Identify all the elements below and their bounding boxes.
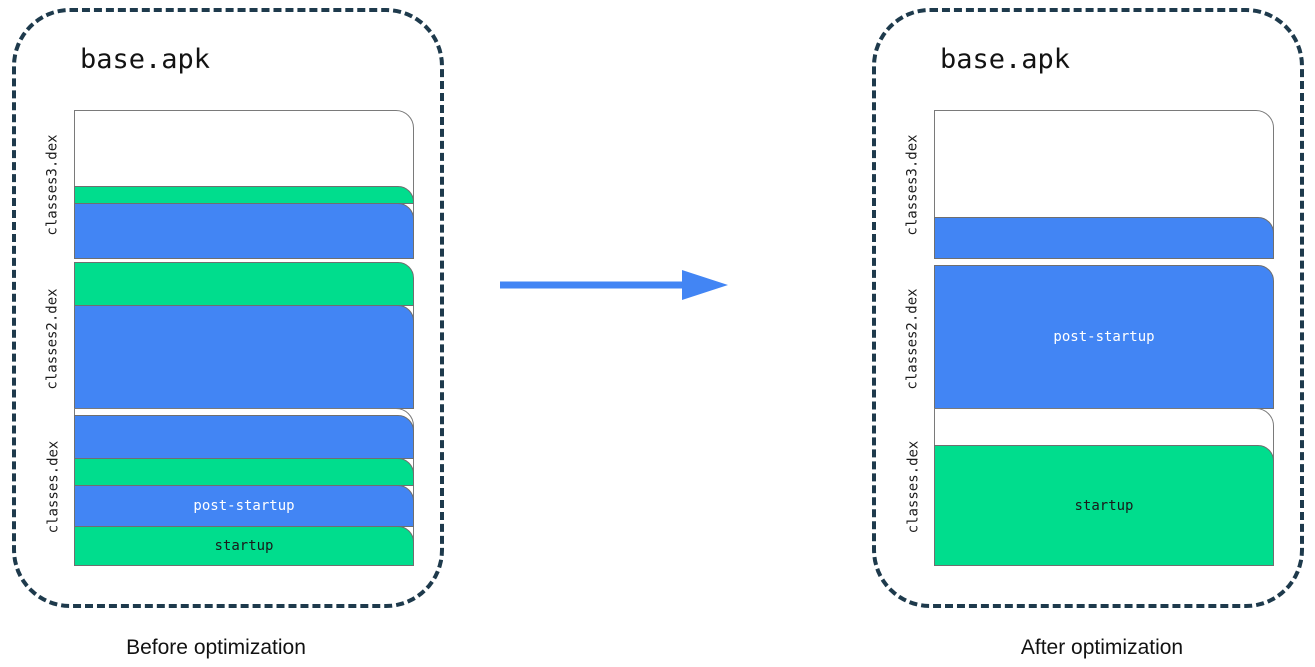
dex-segment-stack: startup [934,445,1274,566]
dex-segment-blue [74,415,414,459]
dex-segment-green [74,262,414,306]
dex-file-box [934,110,1274,259]
dex-file-box [74,262,414,409]
dex-file-classes3-dex: classes3.dex [42,110,414,259]
dex-segment-green: startup [74,526,414,566]
dex-file-label: classes.dex [902,408,924,566]
dex-file-label-text: classes2.dex [905,288,921,390]
dex-segment-stack: startup post-startup [74,415,414,566]
dex-file-label: classes3.dex [902,110,924,259]
dex-file-label: classes3.dex [42,110,64,259]
dex-file-box: post-startup [934,265,1274,409]
dex-file-label-text: classes.dex [905,440,921,534]
apk-title-after: base.apk [940,44,1071,75]
caption-before: Before optimization [126,636,306,659]
dex-segment-blue: post-startup [934,265,1274,409]
dex-file-label: classes2.dex [902,269,924,409]
dex-segment-green [74,186,414,204]
dex-file-label-text: classes3.dex [905,133,921,236]
dex-segment-blue [934,217,1274,259]
dex-segment-label: post-startup [193,498,295,514]
after-optimization-panel: base.apk classes3.dex classes2.dex post-st… [872,8,1304,608]
dex-segment-green: startup [934,445,1274,566]
before-optimization-panel: base.apk classes3.dex classes2.dex classes… [12,8,444,608]
dex-segment-blue [74,203,414,259]
dex-file-label-text: classes.dex [45,440,61,534]
dex-file-label-text: classes3.dex [45,133,61,236]
dex-segment-stack: post-startup [934,265,1274,409]
dex-file-classes3-dex: classes3.dex [902,110,1274,259]
dex-segment-stack [74,186,414,259]
dex-segment-blue: post-startup [74,485,414,527]
dex-segment-green [74,458,414,486]
dex-file-classes2-dex: classes2.dex post-startup [902,265,1274,409]
optimization-arrow [500,265,730,305]
dex-file-label: classes.dex [42,408,64,566]
dex-file-box: startup [934,408,1274,566]
dex-segment-stack [74,262,414,409]
dex-file-classes2-dex: classes2.dex [42,262,414,409]
dex-segment-label: startup [214,538,274,554]
dex-file-label: classes2.dex [42,269,64,409]
dex-segment-blue [74,305,414,409]
dex-file-classes-dex: classes.dex startup [902,408,1274,566]
dex-segment-label: post-startup [1053,329,1155,345]
dex-segment-stack [934,217,1274,259]
dex-file-classes-dex: classes.dex startup post-startup [42,408,414,566]
dex-file-box: startup post-startup [74,408,414,566]
dex-file-label-text: classes2.dex [45,288,61,390]
apk-title-before: base.apk [80,44,211,75]
dex-segment-label: startup [1074,497,1134,514]
caption-after: After optimization [1020,636,1184,659]
dex-file-box [74,110,414,259]
